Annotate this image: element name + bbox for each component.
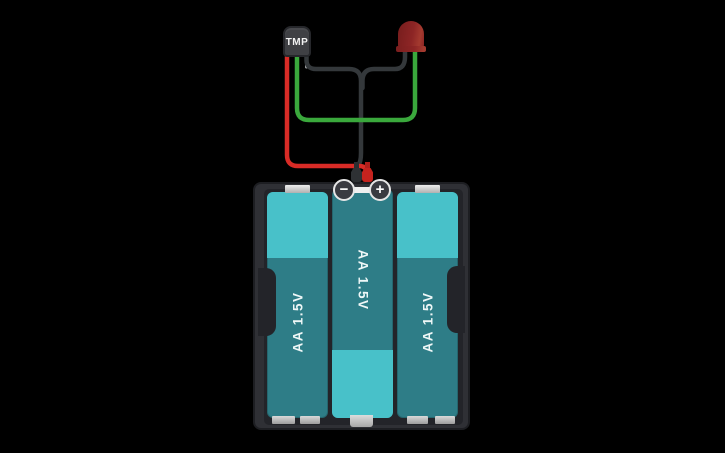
battery-1-top-cap xyxy=(267,192,328,258)
battery-3-top-contact xyxy=(415,185,440,193)
pack-side-clip-left xyxy=(258,268,276,336)
battery-aa-2[interactable]: AA 1.5V xyxy=(332,189,393,418)
battery-1-label: AA 1.5V xyxy=(290,291,305,353)
battery-2-label: AA 1.5V xyxy=(355,249,370,311)
red-wire-sensor-to-plus[interactable] xyxy=(284,54,369,177)
led-flange xyxy=(396,46,426,52)
battery-plus-terminal[interactable]: + xyxy=(369,179,391,201)
battery-1-bottom-contact xyxy=(272,416,295,424)
battery-3-top-cap xyxy=(397,192,458,258)
battery-1-top-contact xyxy=(285,185,310,193)
battery-minus-terminal[interactable]: − xyxy=(333,179,355,201)
battery-2-bottom-cap xyxy=(332,350,393,418)
battery-1-bottom-contact xyxy=(300,416,320,424)
battery-2-bottom-tip xyxy=(350,415,373,427)
temperature-sensor[interactable]: TMP xyxy=(283,26,311,57)
battery-3-bottom-contact xyxy=(407,416,428,424)
terminal-link-strip xyxy=(350,187,374,193)
pack-side-clip-right xyxy=(447,266,465,333)
led-red[interactable] xyxy=(398,21,424,48)
battery-aa-1[interactable]: AA 1.5V xyxy=(267,192,328,418)
black-wire-sensor-to-minus[interactable] xyxy=(304,54,364,174)
temperature-sensor-label: TMP xyxy=(285,37,309,48)
battery-3-bottom-contact xyxy=(435,416,455,424)
green-wire-sensor-to-led[interactable] xyxy=(294,47,418,123)
battery-3-label: AA 1.5V xyxy=(420,291,435,353)
black-wire-led-branch[interactable] xyxy=(360,46,408,91)
